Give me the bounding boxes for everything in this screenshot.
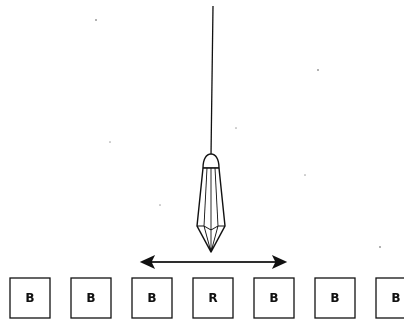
card-label: B <box>391 291 400 305</box>
card-label: B <box>269 291 278 305</box>
pendulum-string <box>210 5 214 157</box>
card-label: R <box>208 291 217 305</box>
card-label: B <box>147 291 156 305</box>
card-7: B <box>375 277 404 319</box>
card-label: B <box>86 291 95 305</box>
card-2: B <box>70 277 112 319</box>
card-box <box>192 277 234 319</box>
swing-arrow <box>139 254 288 270</box>
card-3: B <box>131 277 173 319</box>
arrowhead-left <box>139 254 156 270</box>
card-4: R <box>192 277 234 319</box>
card-1: B <box>9 277 51 319</box>
card-box <box>253 277 295 319</box>
card-box <box>70 277 112 319</box>
card-5: B <box>253 277 295 319</box>
card-label: B <box>25 291 34 305</box>
card-box <box>314 277 356 319</box>
card-box <box>375 277 404 319</box>
arrowhead-right <box>271 254 288 270</box>
background-specks <box>75 19 381 301</box>
card-label: B <box>330 291 339 305</box>
card-box <box>131 277 173 319</box>
pendulum-cap <box>202 153 220 169</box>
card-box <box>9 277 51 319</box>
card-6: B <box>314 277 356 319</box>
pendulum <box>196 5 226 253</box>
